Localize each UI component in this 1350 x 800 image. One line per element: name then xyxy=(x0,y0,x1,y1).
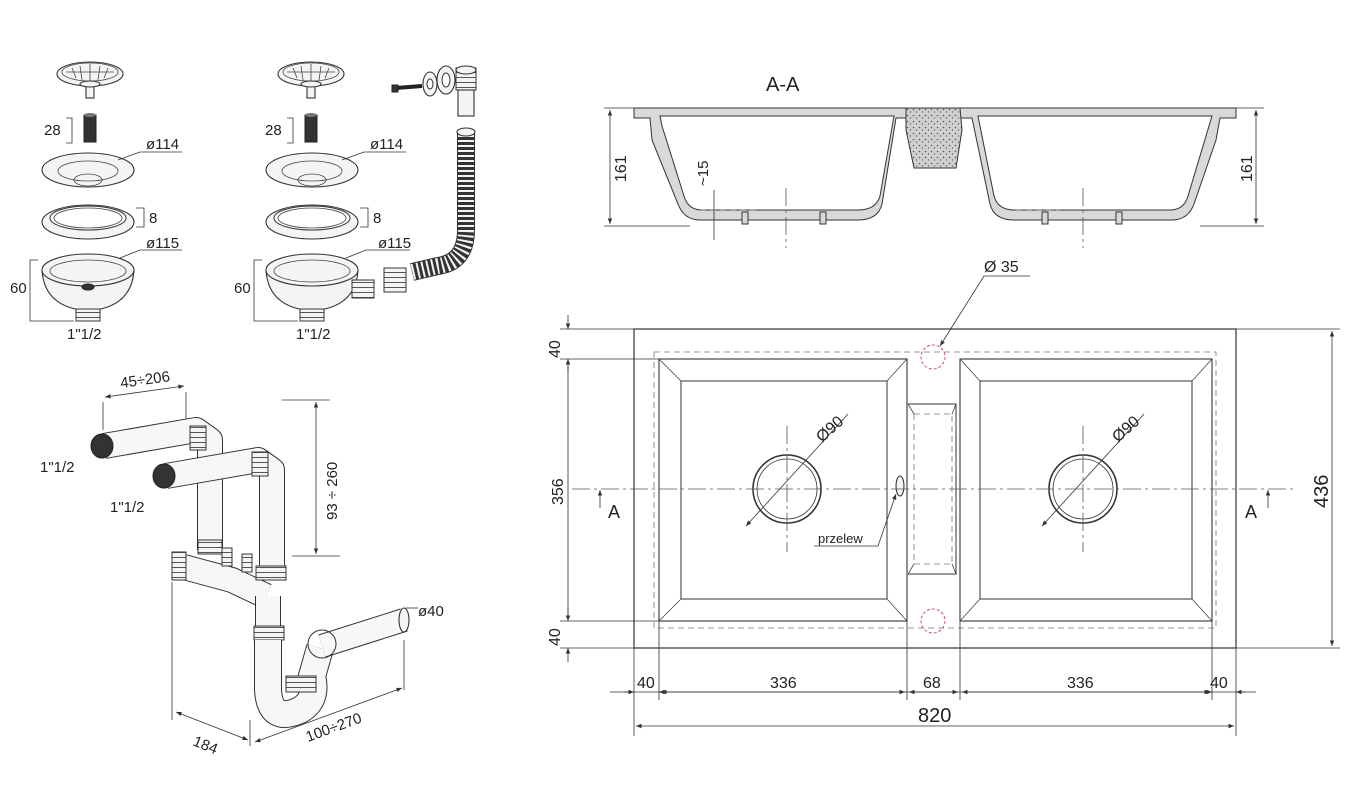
strainer-right: 28 ø114 8 ø115 60 1"1/2 xyxy=(234,61,477,343)
body-dia-left: ø115 xyxy=(146,235,179,252)
spacing-dim: 45÷206 xyxy=(119,368,171,392)
overflow-dia: Ø 35 xyxy=(984,259,1019,276)
screw-length-left: 28 xyxy=(44,122,61,139)
body-dia-right: ø115 xyxy=(378,235,411,252)
overflow-kit xyxy=(383,65,477,293)
screw-left xyxy=(83,114,97,143)
total-depth-dim: 436 xyxy=(1311,475,1333,508)
thread-left: 1"1/2 xyxy=(67,326,102,343)
inlet-nut-a xyxy=(90,433,114,459)
flange-left xyxy=(41,152,135,188)
body-height-left: 60 xyxy=(10,280,27,297)
inlet-a-thread: 1"1/2 xyxy=(40,459,75,476)
height-dim: 93 ÷ 260 xyxy=(324,462,341,520)
strainer-body-left xyxy=(41,253,135,322)
strainer-left: 28 ø114 8 ø115 60 1"1/2 xyxy=(10,61,182,343)
sink-outline xyxy=(633,328,1237,649)
bottom-gap-dim: ~15 xyxy=(695,161,712,186)
body-height-right: 60 xyxy=(234,280,251,297)
overflow-hole-top xyxy=(920,344,946,370)
inlet-nut-b xyxy=(152,463,176,489)
margin-bottom-dim: 40 xyxy=(547,628,564,646)
section-view: A-A 161 ~15 161 xyxy=(604,74,1264,248)
overflow-slot xyxy=(895,475,905,497)
flange-dia-left: ø114 xyxy=(146,136,179,153)
margin-top-dim: 40 xyxy=(547,340,564,358)
siphon-assembly: 45÷206 93 ÷ 260 xyxy=(40,368,444,758)
strainer-body-right xyxy=(265,253,375,322)
overflow-hole-bottom xyxy=(920,608,946,634)
screw-right xyxy=(304,114,318,143)
gasket-thickness-left: 8 xyxy=(149,210,157,227)
flange-dia-right: ø114 xyxy=(370,136,403,153)
flange-right xyxy=(265,152,359,188)
gasket-thickness-right: 8 xyxy=(373,210,381,227)
thread-right: 1"1/2 xyxy=(296,326,331,343)
screw-length-right: 28 xyxy=(265,122,282,139)
section-title: A-A xyxy=(766,74,800,96)
inlet-b-thread: 1"1/2 xyxy=(110,499,145,516)
outlet-dia: ø40 xyxy=(418,603,444,620)
gasket-left xyxy=(41,204,135,240)
dim-bottom-1: 336 xyxy=(770,675,797,692)
dim-bottom-3: 336 xyxy=(1067,675,1094,692)
gasket-right xyxy=(265,204,359,240)
section-mark-left: A xyxy=(608,502,620,522)
plan-view: Ø90 Ø90 Ø 35 przelew A A xyxy=(547,259,1340,736)
depth-dim: 184 xyxy=(191,733,221,758)
overflow-label: przelew xyxy=(818,531,863,546)
bowl-depth-dim: 356 xyxy=(550,478,567,505)
dim-bottom-4: 40 xyxy=(1210,675,1228,692)
basket-strainer-left xyxy=(56,61,124,99)
total-width-dim: 820 xyxy=(918,705,951,727)
basket-strainer-right xyxy=(277,61,345,99)
section-height-right: 161 xyxy=(1239,155,1256,182)
section-mark-right: A xyxy=(1245,502,1257,522)
section-height-left: 161 xyxy=(613,155,630,182)
dim-bottom-2: 68 xyxy=(923,675,941,692)
dim-bottom-0: 40 xyxy=(637,675,655,692)
